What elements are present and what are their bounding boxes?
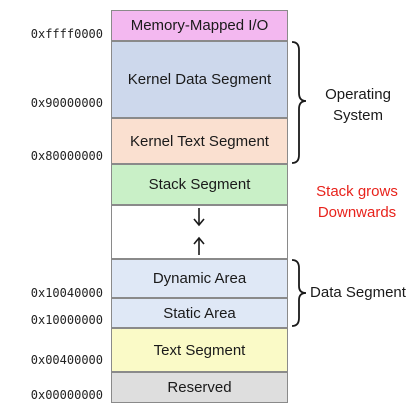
segment-stack: Stack Segment: [111, 164, 288, 205]
segment-reserved-label: Reserved: [167, 379, 232, 396]
operating-system-label: Operating System: [310, 84, 406, 126]
operating-system-brace: [291, 41, 307, 164]
address-00000000: 0x00000000: [30, 388, 103, 402]
stack-grows-label-line2: Downwards: [317, 204, 397, 221]
data-segment-label: Data Segment: [310, 284, 406, 301]
segment-static-area: Static Area: [111, 298, 288, 328]
address-10000000: 0x10000000: [30, 313, 103, 327]
segment-reserved: Reserved: [111, 372, 288, 403]
segment-memory-mapped-io-label: Memory-Mapped I/O: [130, 17, 269, 34]
address-90000000: 0x90000000: [30, 96, 103, 110]
operating-system-label-line2: System: [332, 107, 383, 124]
segment-kernel-data: Kernel Data Segment: [111, 41, 288, 118]
segment-stack-label: Stack Segment: [148, 176, 251, 193]
segment-dynamic-area: Dynamic Area: [111, 259, 288, 298]
operating-system-label-line1: Operating: [325, 86, 391, 103]
address-80000000: 0x80000000: [30, 149, 103, 163]
segment-free-space: [111, 205, 288, 259]
stack-grows-label: Stack grows Downwards: [306, 181, 408, 223]
stack-grows-label-line1: Stack grows: [316, 183, 398, 200]
segment-memory-mapped-io: Memory-Mapped I/O: [111, 10, 288, 41]
segment-text: Text Segment: [111, 328, 288, 372]
segment-kernel-text: Kernel Text Segment: [111, 118, 288, 164]
address-10040000: 0x10040000: [30, 286, 103, 300]
segment-kernel-data-label: Kernel Data Segment: [127, 71, 272, 88]
address-00400000: 0x00400000: [30, 353, 103, 367]
address-ffff0000: 0xffff0000: [30, 27, 103, 41]
segment-dynamic-area-label: Dynamic Area: [152, 270, 247, 287]
segment-static-area-label: Static Area: [163, 304, 236, 322]
segment-text-label: Text Segment: [153, 341, 246, 359]
segment-kernel-text-label: Kernel Text Segment: [130, 132, 269, 150]
